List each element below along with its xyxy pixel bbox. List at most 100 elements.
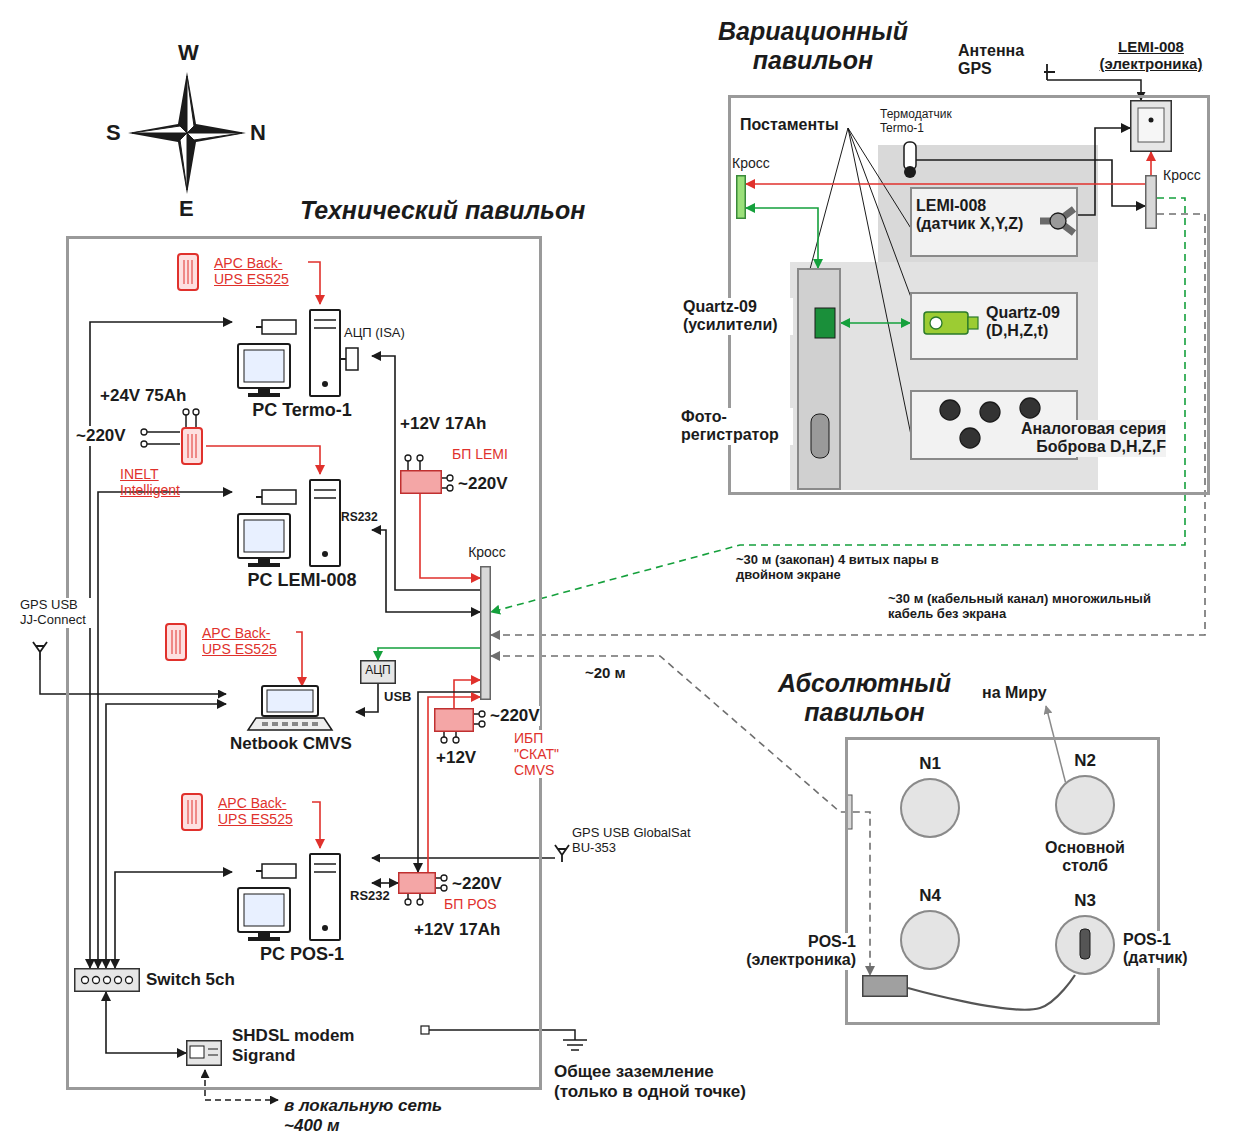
ups-unit: APC Back-UPS ES525 (164, 622, 296, 662)
ups-rib (188, 800, 189, 824)
signal-connector (372, 356, 480, 590)
indicator (1149, 118, 1154, 123)
node-label: POS-1 (датчик) (1123, 931, 1207, 968)
lan-line (205, 1070, 278, 1100)
quartz-sensor (924, 312, 968, 334)
connector-label: RS232 (350, 889, 390, 904)
terminal (479, 711, 485, 717)
netbook-screen (267, 690, 313, 712)
key (282, 722, 288, 726)
battery-label: +24V 75Ah (100, 386, 186, 406)
terminal (405, 455, 411, 461)
compass-letter: W (178, 40, 199, 65)
compass-star-light-half (132, 76, 242, 190)
monitor (238, 514, 290, 558)
quartz-amplifier-panel: Quartz-09 (усилители)Фото- регистратор (797, 268, 841, 490)
isa-slot (340, 358, 346, 360)
pavilion-box: Вариационный павильонLEMI-008 (электрони… (728, 95, 1210, 495)
photo-recorder-drum (811, 414, 829, 458)
pavilion-box: Абсолютный павильонN1N2Основной столбN4N… (845, 737, 1160, 1025)
terminal (417, 455, 423, 461)
pillar: N4 (900, 910, 960, 970)
signal-connector (908, 975, 1075, 1010)
network-card (262, 490, 296, 504)
node-label: POS-1 (электроника) (710, 933, 856, 970)
node-label: Основной столб (1023, 839, 1147, 876)
variometer (980, 402, 1000, 422)
power-terminals (141, 409, 485, 905)
switch-port (115, 977, 122, 984)
system-unit (310, 480, 340, 566)
lemi-electronics: LEMI-008 (электроника) (1130, 100, 1172, 152)
signal-connector (106, 704, 226, 968)
switch-port (104, 977, 111, 984)
ups-power-supply: ИБП "СКАТ" CMVS (434, 708, 474, 732)
adc-box: АЦП (360, 660, 396, 684)
key (272, 722, 278, 726)
terminal (447, 475, 453, 481)
terminal (183, 409, 189, 415)
network-card (262, 320, 296, 334)
gps-antenna-symbol (555, 845, 569, 862)
signal-connector (1078, 128, 1130, 215)
netbook-keyboard (248, 718, 332, 730)
node-label: Аналоговая серия Боброва D,H,Z,F (1010, 420, 1166, 457)
ups-rib (172, 630, 173, 654)
node-label: PC LEMI-008 (232, 570, 372, 591)
shdsl-modem: SHDSL modem Sigrand (186, 1040, 222, 1066)
node-label: N2 (1065, 751, 1105, 771)
ups-rib (180, 630, 181, 654)
battery-label: +12V 17Ah (414, 920, 500, 940)
node-label: Кросс (1163, 167, 1213, 183)
sensor-pedestal: Аналоговая серия Боброва D,H,Z,F (910, 390, 1078, 460)
system-unit (310, 310, 340, 396)
pc-workstation: PC POS-1 (232, 848, 372, 968)
variometer (940, 400, 960, 420)
isa-card (346, 348, 358, 370)
monitor-stand (258, 388, 270, 393)
node-icon (186, 1040, 222, 1066)
pillar: N1 (900, 778, 960, 838)
switch-port (126, 977, 133, 984)
variometer (960, 428, 980, 448)
terminal (453, 737, 459, 743)
node-label: N1 (910, 754, 950, 774)
pc-workstation: PC LEMI-008 (232, 474, 372, 594)
ups-rib (188, 434, 189, 458)
monitor (238, 888, 290, 932)
pillar: N2Основной столб (1055, 775, 1115, 835)
terminal (479, 721, 485, 727)
node-label: Термодатчик Termo-1 (880, 108, 984, 136)
gps-usb-wire (40, 660, 226, 694)
gps-label: GPS USB GlobalSat BU-353 (572, 826, 702, 856)
ups-body (166, 624, 186, 660)
monitor-screen (244, 350, 284, 382)
signal-connector (746, 208, 818, 268)
port-label: RS232 (341, 511, 378, 525)
ups-rib (196, 800, 197, 824)
pavilion-box: Технический павильонAPC Back-UPS ES525PC… (66, 236, 542, 1090)
drive-bay (314, 319, 336, 321)
signal-connector (98, 492, 232, 968)
signal-connector (296, 632, 302, 686)
node-label: LEMI-008 (электроника) (1092, 38, 1210, 73)
signal-connector (454, 680, 480, 708)
node-icon (797, 268, 841, 490)
terminal (441, 875, 447, 881)
connector-label: ~30 м (закопан) 4 витых пары в двойном э… (736, 553, 986, 583)
ups-unit: APC Back-UPS ES525 (176, 252, 308, 292)
magnetometer-arm (1040, 209, 1074, 233)
gps-antenna-wire (1047, 80, 1141, 100)
terminal (441, 885, 447, 891)
sensor-pedestal: LEMI-008 (датчик X,Y,Z) (910, 187, 1078, 257)
connector-label: USB (384, 690, 411, 705)
battery-label: +12V 17Ah (400, 414, 486, 434)
terminal (141, 441, 147, 447)
card-plug (256, 870, 262, 872)
variometer (1020, 398, 1040, 418)
switch-port (82, 977, 89, 984)
key (312, 722, 318, 726)
compass-letter: N (250, 120, 266, 145)
cross-connect: Кросс (736, 175, 746, 219)
node-label: Абсолютный павильон (757, 669, 972, 727)
